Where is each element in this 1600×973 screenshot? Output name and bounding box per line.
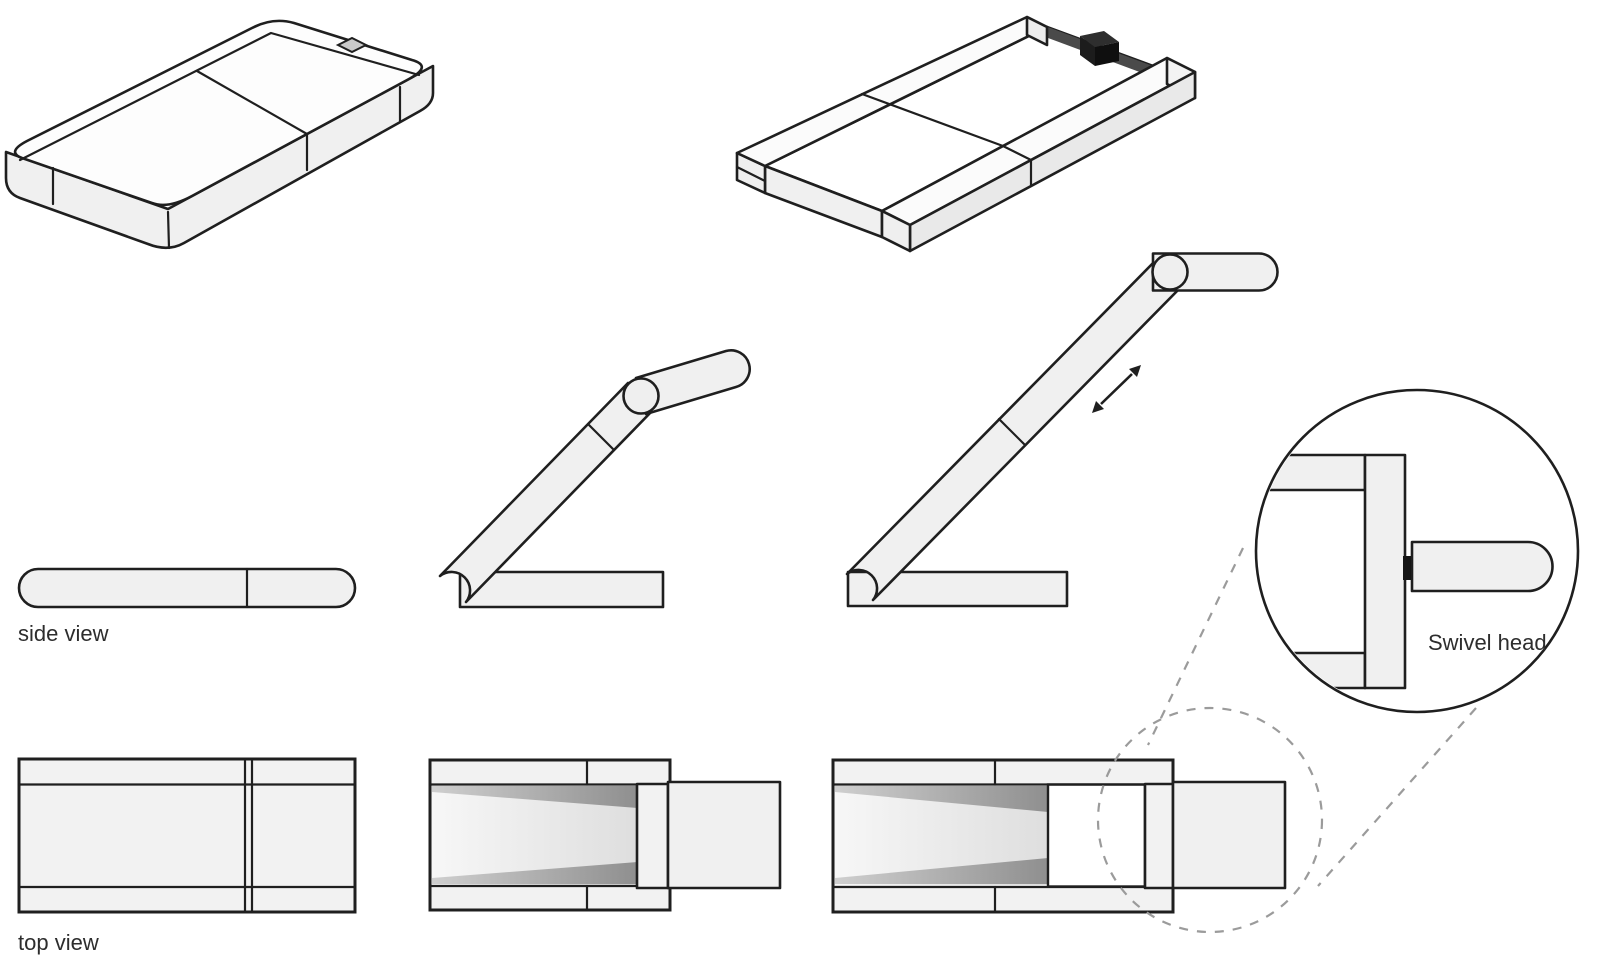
recess-wedge-bottom — [432, 862, 637, 884]
callout-leader-upper — [1147, 547, 1244, 746]
top-view-label: top view — [18, 930, 99, 955]
detail-head-pill — [1410, 540, 1554, 593]
recess-wedge-top — [432, 786, 637, 808]
hinge-joint — [1151, 253, 1189, 291]
arm-seam — [997, 417, 1027, 447]
head-plate — [1171, 780, 1287, 890]
kickstand-arm — [438, 381, 656, 604]
deck-cross-seam — [860, 92, 1033, 188]
kickstand-arm — [845, 257, 1185, 602]
slab-top-face — [13, 19, 424, 207]
corner-seam — [166, 210, 171, 250]
arrow-head-lower — [1092, 401, 1104, 413]
connector-top — [1080, 31, 1119, 47]
figure-top-view-closed: top view — [17, 757, 357, 955]
connector-side — [1080, 36, 1095, 66]
arrow-shaft — [1100, 373, 1133, 405]
figure-top-view-extended — [831, 758, 1287, 914]
swivel-head-label: Swivel head — [1428, 630, 1547, 655]
callout-leader-lower — [1317, 707, 1477, 887]
figure-isometric-folded — [4, 19, 435, 250]
figure-isometric-tray — [735, 15, 1197, 253]
side-view-label: side view — [18, 621, 109, 646]
latch-mark — [335, 36, 369, 54]
figure-side-view-propped — [438, 349, 751, 609]
connector-block — [1080, 31, 1119, 66]
rim-seam-line — [18, 31, 421, 162]
left-rail-end — [1025, 15, 1049, 47]
detail-connector — [1403, 556, 1413, 580]
swivel-head-detail: Swivel head — [1254, 388, 1580, 714]
extend-arrow-icon — [1092, 365, 1141, 413]
detail-bottom-rail — [1258, 651, 1367, 690]
body-outline — [17, 757, 357, 914]
cross-seam-line — [195, 69, 309, 136]
right-rail-near-end — [880, 209, 912, 253]
left-end-seam — [735, 165, 767, 183]
arrow-head-upper — [1129, 365, 1141, 377]
figure-side-view-flat: side view — [17, 567, 357, 646]
base-plate — [458, 570, 665, 609]
figure-side-view-extended — [845, 252, 1279, 608]
flat-body — [17, 567, 357, 609]
slab-side-faces — [4, 64, 435, 250]
recess-wedge-top — [835, 786, 1048, 812]
detail-top-rail — [1258, 453, 1367, 492]
head-plate — [666, 780, 782, 890]
figure-top-view-partial — [428, 758, 782, 912]
recess-wedge-bottom — [835, 858, 1048, 884]
magnifier-callout — [1096, 547, 1477, 934]
head-arm — [634, 349, 751, 416]
source-dashed-circle — [1096, 706, 1324, 934]
slider-bar — [635, 782, 670, 890]
hinge-joint — [622, 377, 660, 415]
detail-end-bar — [1363, 453, 1407, 690]
revealed-gap — [1046, 783, 1147, 888]
arm-seam — [586, 422, 616, 452]
connector-front — [1095, 42, 1119, 66]
slider-bar — [1143, 782, 1175, 890]
